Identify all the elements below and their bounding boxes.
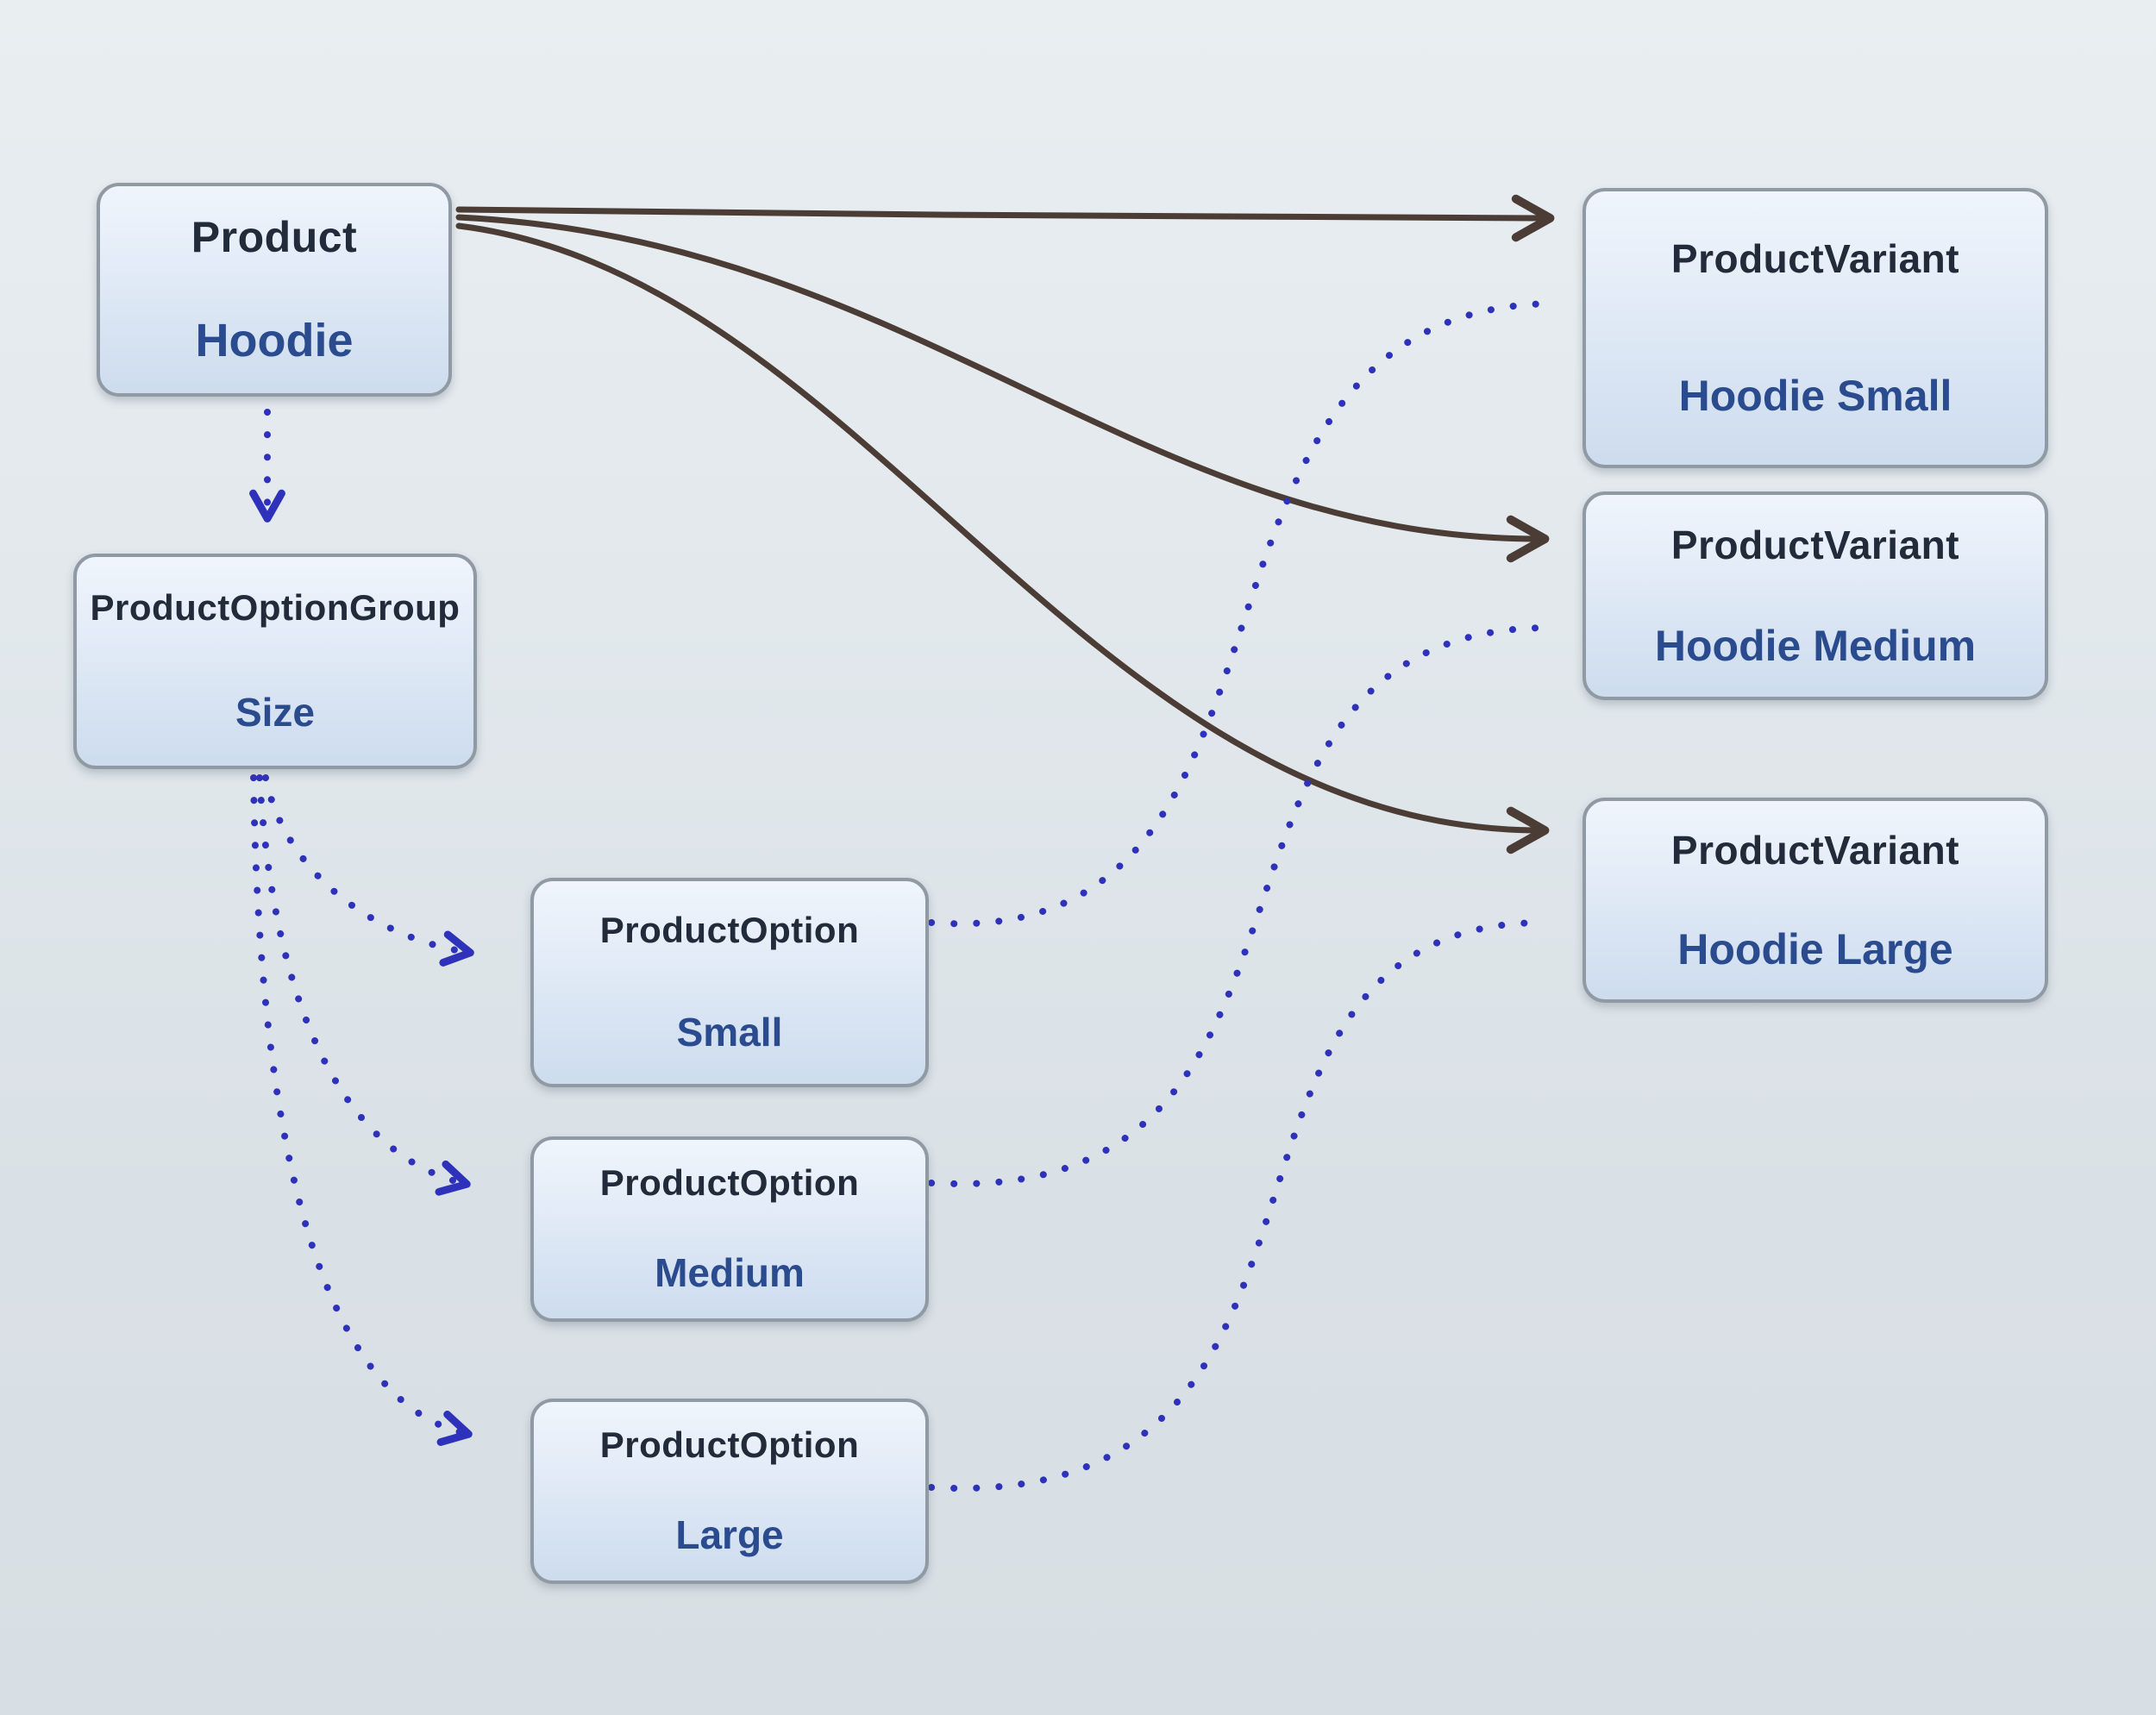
dotted-arrow-group-to-option-medium bbox=[256, 774, 471, 1196]
dotted-arrow-group-to-option-small bbox=[262, 774, 474, 967]
node-product-option-small: ProductOption Small bbox=[530, 878, 929, 1087]
node-title: Product bbox=[191, 213, 358, 261]
node-product-variant-medium: ProductVariant Hoodie Medium bbox=[1583, 491, 2048, 700]
node-title: ProductOption bbox=[599, 1162, 860, 1204]
solid-arrow-product-to-variant-medium bbox=[455, 214, 1550, 563]
node-title: ProductVariant bbox=[1670, 827, 1960, 873]
node-product-option-medium: ProductOption Medium bbox=[530, 1136, 929, 1322]
node-value: Medium bbox=[655, 1249, 805, 1295]
node-value: Small bbox=[676, 1009, 783, 1055]
node-title: ProductVariant bbox=[1670, 236, 1960, 282]
node-value: Hoodie Small bbox=[1678, 371, 1952, 420]
node-title: ProductOptionGroup bbox=[90, 587, 461, 628]
node-product-option-large: ProductOption Large bbox=[530, 1399, 929, 1584]
node-value: Hoodie bbox=[195, 315, 354, 366]
dotted-arrow-group-to-option-large bbox=[250, 774, 473, 1446]
node-value: Size bbox=[235, 690, 316, 735]
node-product-variant-small: ProductVariant Hoodie Small bbox=[1583, 188, 2048, 468]
dotted-line-option-large-to-variant-large bbox=[928, 919, 1547, 1493]
node-product: Product Hoodie bbox=[97, 183, 452, 397]
dotted-line-option-small-to-variant-small bbox=[928, 300, 1561, 928]
node-value: Large bbox=[675, 1512, 784, 1557]
node-product-variant-large: ProductVariant Hoodie Large bbox=[1583, 798, 2048, 1003]
node-value: Hoodie Medium bbox=[1654, 621, 1977, 670]
node-value: Hoodie Large bbox=[1677, 924, 1953, 973]
node-title: ProductVariant bbox=[1670, 522, 1960, 567]
dotted-line-option-medium-to-variant-medium bbox=[928, 624, 1554, 1187]
node-title: ProductOption bbox=[599, 910, 860, 951]
solid-arrow-product-to-variant-large bbox=[455, 222, 1550, 854]
node-title: ProductOption bbox=[599, 1424, 860, 1466]
solid-arrow-product-to-variant-small bbox=[455, 194, 1555, 242]
node-product-option-group: ProductOptionGroup Size bbox=[73, 554, 477, 769]
